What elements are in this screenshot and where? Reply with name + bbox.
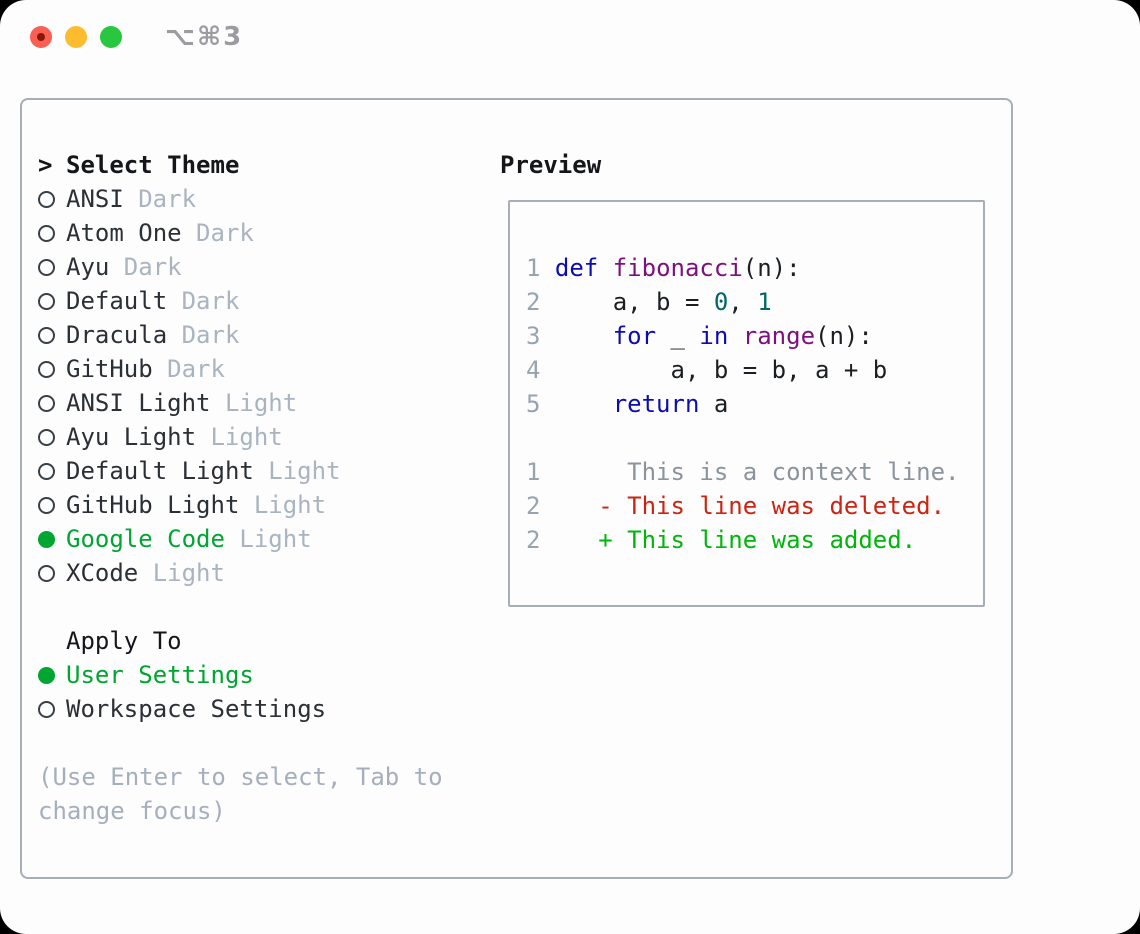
radio-icon: [38, 326, 55, 344]
theme-name: Atom One: [66, 219, 182, 247]
radio-icon: [38, 428, 55, 446]
preview-box: 1 def fibonacci(n): 2 a, b = 0, 1 3 for _ …: [508, 200, 985, 607]
spacer: [38, 590, 443, 624]
preview-label: Preview: [500, 151, 602, 179]
theme-option[interactable]: Ayu Light Light: [38, 420, 443, 454]
radio-icon: [38, 666, 55, 684]
spacer: [38, 726, 443, 760]
radio-icon: [38, 292, 55, 310]
window-title: ⌥⌘3: [165, 22, 244, 52]
radio-icon: [38, 190, 55, 208]
theme-variant: Light: [239, 525, 312, 553]
preview-code-line: 2 + This line was added.: [526, 526, 917, 554]
hint-text: (Use Enter to select, Tab to: [38, 763, 443, 791]
theme-name: ANSI: [66, 185, 124, 213]
theme-option[interactable]: XCode Light: [38, 556, 443, 590]
radio-icon: [38, 224, 55, 242]
apply-to-option[interactable]: User Settings: [38, 658, 443, 692]
preview-code-line: [526, 421, 983, 455]
preview-code-line: 5 return a: [526, 390, 729, 418]
preview-code-line: 3 for _ in range(n):: [526, 322, 873, 350]
radio-icon: [38, 360, 55, 378]
theme-variant: Light: [210, 423, 283, 451]
radio-icon: [38, 394, 55, 412]
theme-name: GitHub Light: [66, 491, 240, 519]
apply-to-header: Apply To: [38, 624, 443, 658]
theme-option[interactable]: Google Code Light: [38, 522, 443, 556]
theme-name: Default Light: [66, 457, 254, 485]
preview-header: Preview: [500, 148, 601, 182]
apply-to-option[interactable]: Workspace Settings: [38, 692, 443, 726]
radio-icon: [38, 700, 55, 718]
theme-variant: Light: [268, 457, 341, 485]
theme-variant: Dark: [196, 219, 254, 247]
preview-code-line: 1 This is a context line.: [526, 458, 960, 486]
theme-name: XCode: [66, 559, 139, 587]
theme-name: Dracula: [66, 321, 168, 349]
theme-option[interactable]: Default Light Light: [38, 454, 443, 488]
titlebar: ⌥⌘3: [0, 0, 1140, 74]
theme-option[interactable]: ANSI Light Light: [38, 386, 443, 420]
theme-name: ANSI Light: [66, 389, 211, 417]
theme-option[interactable]: Default Dark: [38, 284, 443, 318]
radio-icon: [38, 564, 55, 582]
focus-caret-icon: >: [38, 151, 53, 179]
close-dot-icon: [37, 33, 45, 41]
radio-icon: [38, 496, 55, 514]
theme-variant: Dark: [138, 185, 197, 213]
theme-name: Ayu: [66, 253, 110, 281]
apply-to-label: Apply To: [66, 627, 182, 655]
theme-variant: Dark: [181, 287, 240, 315]
zoom-button[interactable]: [100, 26, 122, 48]
theme-option[interactable]: GitHub Dark: [38, 352, 443, 386]
preview-code-line: 2 - This line was deleted.: [526, 492, 946, 520]
minimize-button[interactable]: [65, 26, 87, 48]
hint-text: change focus): [38, 797, 226, 825]
preview-code-line: 4 a, b = b, a + b: [526, 356, 888, 384]
option-label: User Settings: [66, 661, 254, 689]
theme-variant: Light: [152, 559, 225, 587]
select-theme-label: Select Theme: [66, 151, 240, 179]
theme-option[interactable]: GitHub Light Light: [38, 488, 443, 522]
theme-variant: Light: [253, 491, 327, 519]
preview-code-line: 1 def fibonacci(n):: [526, 254, 801, 282]
theme-variant: Dark: [181, 321, 240, 349]
select-theme-header: > Select Theme: [38, 148, 443, 182]
radio-icon: [38, 530, 55, 548]
theme-name: Ayu Light: [66, 423, 197, 451]
theme-variant: Dark: [167, 355, 225, 383]
theme-option[interactable]: Ayu Dark: [38, 250, 443, 284]
theme-option[interactable]: Atom One Dark: [38, 216, 443, 250]
theme-option[interactable]: Dracula Dark: [38, 318, 443, 352]
preview-code-line: 2 a, b = 0, 1: [526, 288, 772, 316]
theme-picker-panel: > Select Theme ANSI Dark Atom One Dark A…: [20, 98, 1013, 879]
radio-icon: [38, 462, 55, 480]
close-button[interactable]: [30, 26, 52, 48]
theme-name: Default: [66, 287, 168, 315]
theme-variant: Light: [224, 389, 298, 417]
theme-variant: Dark: [123, 253, 182, 281]
theme-name: Google Code: [66, 525, 225, 553]
theme-name: GitHub: [66, 355, 153, 383]
theme-list: > Select Theme ANSI Dark Atom One Dark A…: [38, 148, 443, 828]
radio-icon: [38, 258, 55, 276]
theme-option[interactable]: ANSI Dark: [38, 182, 443, 216]
option-label: Workspace Settings: [66, 695, 327, 723]
